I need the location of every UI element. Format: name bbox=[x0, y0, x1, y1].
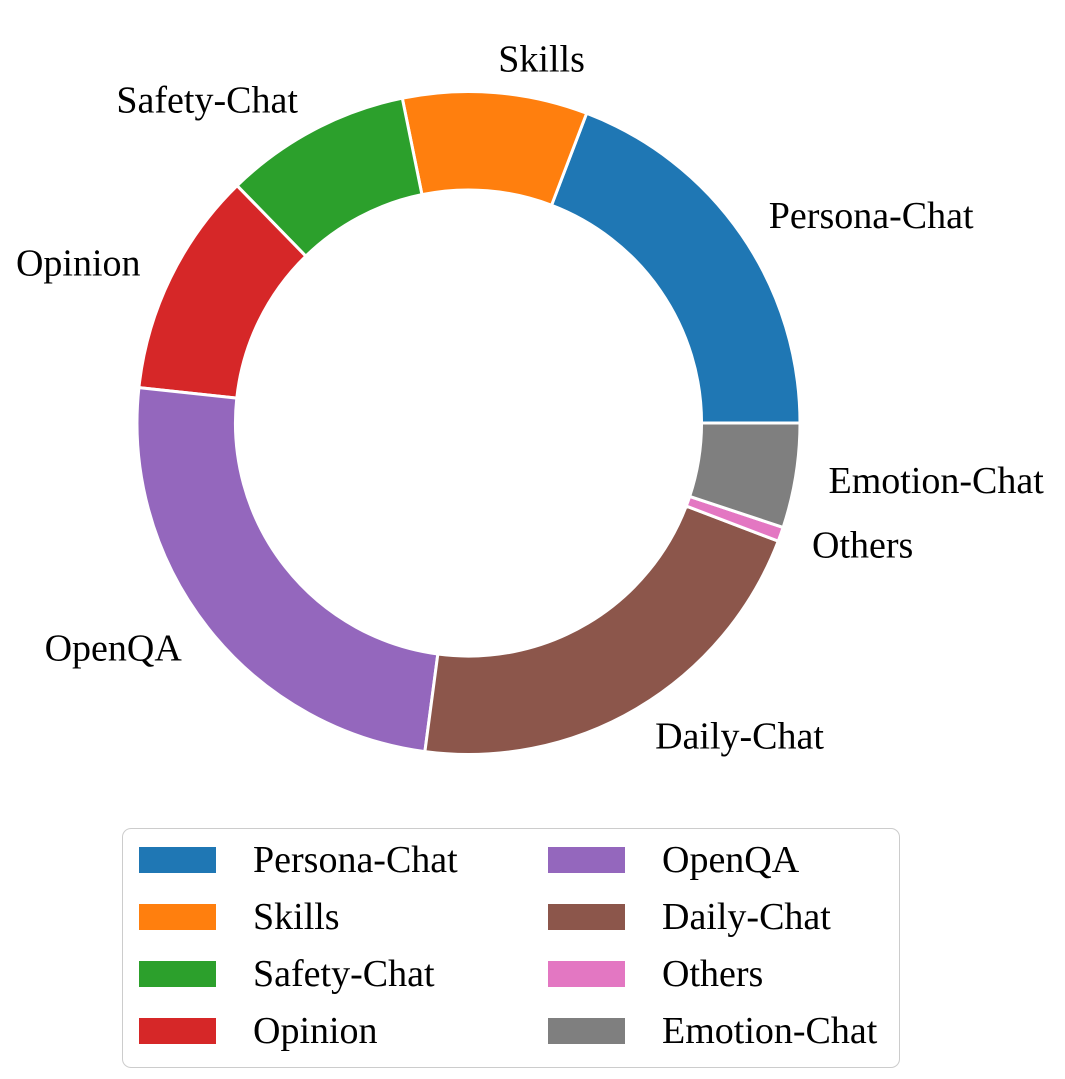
legend-item-safety-chat: Safety-Chat bbox=[139, 945, 548, 1002]
slice-daily-chat bbox=[423, 504, 780, 757]
slice-label-emotion-chat: Emotion-Chat bbox=[829, 460, 1045, 502]
legend-swatch-safety-chat bbox=[139, 960, 216, 987]
legend-label-opinion: Opinion bbox=[253, 1009, 378, 1052]
legend-item-skills: Skills bbox=[139, 888, 548, 945]
legend-label-openqa: OpenQA bbox=[662, 838, 800, 881]
legend-item-others: Others bbox=[548, 945, 883, 1002]
legend-item-openqa: OpenQA bbox=[548, 831, 883, 888]
legend-label-persona-chat: Persona-Chat bbox=[253, 838, 458, 881]
legend-item-emotion-chat: Emotion-Chat bbox=[548, 1002, 883, 1059]
legend-swatch-opinion bbox=[139, 1017, 216, 1044]
slice-skills bbox=[400, 90, 589, 207]
slice-label-persona-chat: Persona-Chat bbox=[769, 195, 974, 237]
legend-label-emotion-chat: Emotion-Chat bbox=[662, 1009, 878, 1052]
legend-swatch-emotion-chat bbox=[548, 1017, 625, 1044]
legend-label-safety-chat: Safety-Chat bbox=[253, 952, 435, 995]
legend-swatch-persona-chat bbox=[139, 846, 216, 873]
slice-label-opinion: Opinion bbox=[16, 243, 141, 285]
slice-label-others: Others bbox=[812, 524, 913, 566]
legend-swatch-others bbox=[548, 960, 625, 987]
slice-label-openqa: OpenQA bbox=[45, 627, 183, 669]
legend-swatch-skills bbox=[139, 903, 216, 930]
legend-item-persona-chat: Persona-Chat bbox=[139, 831, 548, 888]
slice-label-skills: Skills bbox=[498, 39, 585, 81]
legend-swatch-daily-chat bbox=[548, 903, 625, 930]
slice-label-safety-chat: Safety-Chat bbox=[116, 80, 298, 122]
legend-item-opinion: Opinion bbox=[139, 1002, 548, 1059]
legend-label-others: Others bbox=[662, 952, 764, 995]
slice-openqa bbox=[135, 386, 440, 754]
legend-label-skills: Skills bbox=[253, 895, 340, 938]
legend-label-daily-chat: Daily-Chat bbox=[662, 895, 831, 938]
slice-emotion-chat bbox=[688, 421, 802, 529]
legend-item-daily-chat: Daily-Chat bbox=[548, 888, 883, 945]
legend-swatch-openqa bbox=[548, 846, 625, 873]
slice-label-daily-chat: Daily-Chat bbox=[655, 715, 824, 757]
slice-persona-chat bbox=[550, 111, 802, 425]
